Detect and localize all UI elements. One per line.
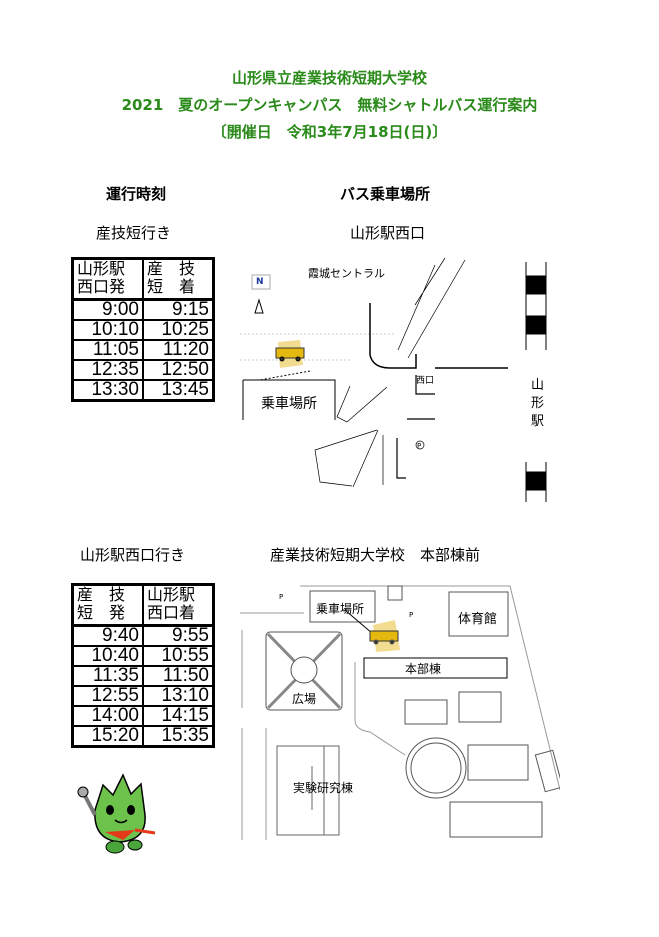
header-cell: 産 技短 着 bbox=[143, 259, 213, 300]
parking-label: P bbox=[417, 442, 422, 450]
event-date: 〔開催日 令和3年7月18日(日)〕 bbox=[211, 123, 448, 141]
mascot-illustration bbox=[77, 773, 156, 854]
event-title: 2021 夏のオープンキャンパス 無料シャトルバス運行案内 bbox=[121, 96, 538, 114]
label-boarding-point: 乗車場所 bbox=[316, 602, 365, 616]
header-cell: 山形駅西口着 bbox=[143, 585, 213, 626]
bus-icon bbox=[369, 620, 400, 652]
label-west-exit: 西口 bbox=[416, 376, 435, 386]
campus-map bbox=[240, 585, 560, 840]
label-plaza: 広場 bbox=[292, 692, 317, 706]
bus-icon bbox=[275, 340, 305, 368]
header-cell: 産 技短 発 bbox=[73, 585, 143, 626]
map2-heading: 産業技術短期大学校 本部棟前 bbox=[270, 546, 481, 564]
label-gym: 体育館 bbox=[458, 612, 498, 627]
station-map bbox=[240, 257, 547, 502]
label-yamagata-station: 山形駅 bbox=[531, 378, 545, 429]
north-indicator: N bbox=[256, 277, 264, 287]
parking-label: P bbox=[279, 593, 284, 601]
label-boarding-point: 乗車場所 bbox=[261, 396, 317, 412]
map1-heading: 山形駅西口 bbox=[350, 224, 426, 242]
parking-label: P bbox=[409, 611, 414, 619]
bus-stop-heading: バス乗車場所 bbox=[340, 185, 431, 203]
outbound-heading: 産技短行き bbox=[96, 224, 172, 242]
label-research-building: 実験研究棟 bbox=[293, 781, 354, 795]
school-name: 山形県立産業技術短期大学校 bbox=[231, 69, 427, 87]
label-kajo-central: 霞城セントラル bbox=[308, 267, 385, 280]
label-main-building: 本部棟 bbox=[405, 662, 442, 676]
inbound-heading: 山形駅西口行き bbox=[80, 546, 186, 564]
header-cell: 山形駅西口発 bbox=[73, 259, 143, 300]
schedule-heading: 運行時刻 bbox=[106, 185, 167, 203]
